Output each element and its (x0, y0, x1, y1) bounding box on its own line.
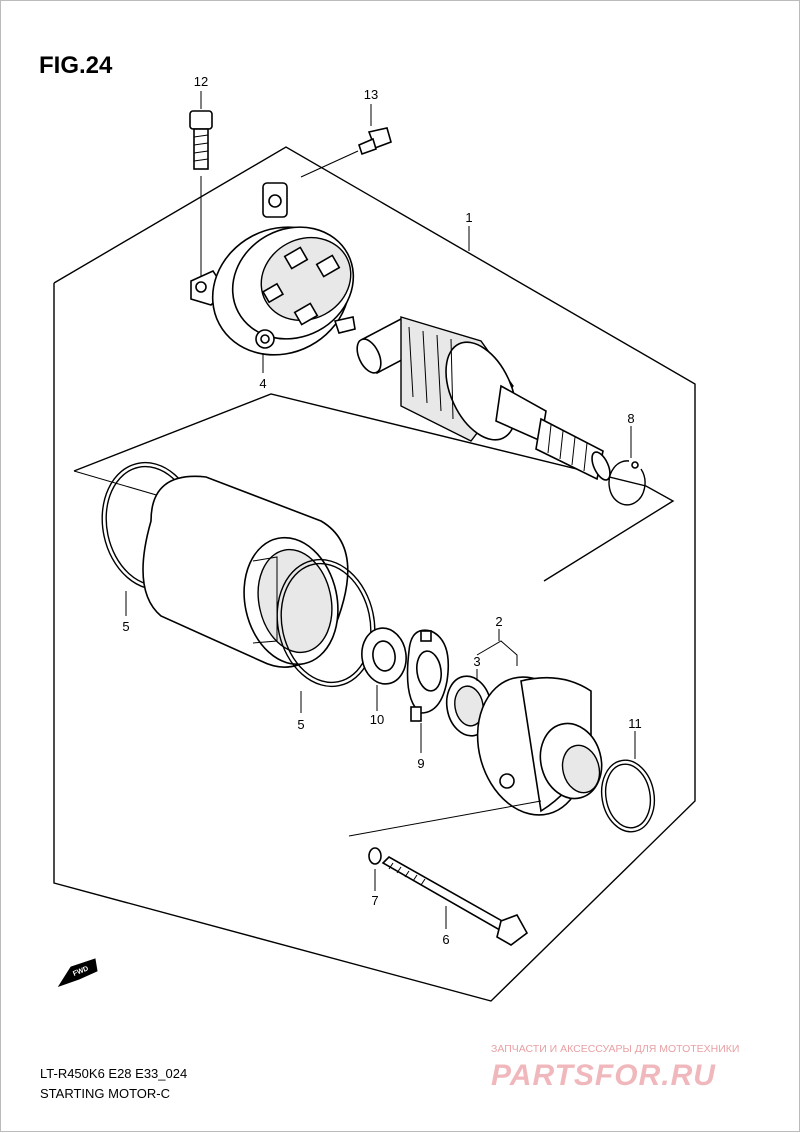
fwd-arrow-icon: FWD (57, 958, 98, 987)
screw-axis-line (300, 150, 359, 178)
callout-12: 12 (194, 74, 208, 89)
part-6-through-bolt[interactable] (381, 856, 529, 946)
armature[interactable] (352, 316, 613, 483)
callout-3: 3 (473, 654, 480, 669)
assembly-outline (53, 146, 696, 1002)
callout-5-left: 5 (122, 619, 129, 634)
callout-8: 8 (627, 411, 634, 426)
callout-7: 7 (371, 893, 378, 908)
callout-10: 10 (370, 712, 384, 727)
yoke-sub-outline (73, 393, 675, 582)
watermark-tagline: ЗАПЧАСТИ И АКСЕССУАРЫ ДЛЯ МОТОТЕХНИКИ (491, 1043, 739, 1055)
part-4-brush-holder[interactable] (190, 182, 373, 379)
part-9-lock-plate[interactable] (406, 629, 450, 722)
callout-1: 1 (465, 210, 472, 225)
watermark-brand: PARTSFOR.RU (491, 1059, 716, 1092)
part-5-o-ring-right[interactable] (266, 550, 387, 695)
part-8-circlip[interactable] (608, 460, 646, 506)
callout-4: 4 (259, 376, 266, 391)
callout-5-right: 5 (297, 717, 304, 732)
bolt-sub-outline (348, 800, 542, 837)
yoke-housing[interactable] (142, 475, 349, 673)
footer-section: STARTING MOTOR-C (40, 1086, 170, 1101)
part-7-washer[interactable] (368, 847, 382, 865)
callout-9: 9 (417, 756, 424, 771)
callout-11: 11 (628, 716, 642, 731)
part-11-o-ring[interactable] (596, 756, 660, 836)
part-12-bolt[interactable] (189, 110, 213, 170)
figure-title: FIG.24 (39, 52, 113, 79)
leader-2-bracket (476, 640, 518, 666)
callout-6: 6 (442, 932, 449, 947)
part-13-screw[interactable] (358, 127, 392, 156)
footer-model: LT-R450K6 E28 E33_024 (40, 1066, 187, 1081)
callout-2: 2 (495, 614, 502, 629)
callout-13: 13 (364, 87, 378, 102)
part-2-housing-end[interactable] (463, 665, 610, 827)
part-10-washer[interactable] (358, 625, 409, 687)
